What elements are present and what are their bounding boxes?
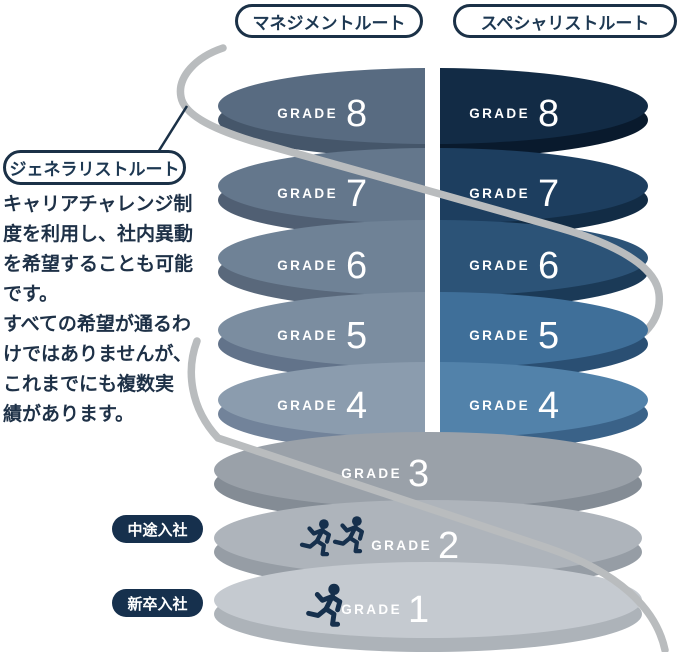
grade-5-right-word: GRADE <box>469 328 530 343</box>
grade-1-disc <box>214 562 642 652</box>
grade-5-right-face <box>440 292 648 368</box>
grade-8-disc <box>218 68 648 158</box>
management-route-pill: マネジメントルート <box>235 4 423 38</box>
specialist-route-pill: スペシャリストルート <box>453 4 677 38</box>
grade-1-word: GRADE <box>341 602 402 617</box>
description-line: すべての希望が通るわ <box>3 314 191 335</box>
grade-7-left-face <box>218 148 425 224</box>
grade-8-left-face <box>218 68 425 144</box>
description-line: これまでにも複数実 <box>3 374 175 395</box>
description-line: です。 <box>3 284 59 305</box>
grade-6-left-word: GRADE <box>277 258 338 273</box>
mid-career-entry-pill: 中途入社 <box>112 515 203 543</box>
grade-2-number: 2 <box>438 525 459 567</box>
grade-6-disc <box>218 220 648 310</box>
description-line: 度を利用し、社内異動 <box>3 224 194 245</box>
grade-7-right-number: 7 <box>538 173 559 215</box>
grade-5-left-face <box>218 292 425 368</box>
grade-6-left-number: 6 <box>346 245 367 287</box>
grade-1-number: 1 <box>408 589 429 631</box>
grade-8-right-number: 8 <box>538 93 559 135</box>
grade-3-word: GRADE <box>341 466 402 481</box>
grade-3-disc <box>214 432 642 522</box>
grade-5-disc <box>218 292 648 382</box>
grade-5-right-number: 5 <box>538 315 559 357</box>
description-line: 績があります。 <box>3 404 135 425</box>
grade-8-left-number: 8 <box>346 93 367 135</box>
grade-7-left-word: GRADE <box>277 186 338 201</box>
grade-8-left-word: GRADE <box>277 106 338 121</box>
spiral-route-line-bottom <box>187 337 669 652</box>
generalist-route-pill: ジェネラリストルート <box>3 150 186 185</box>
grade-1-face <box>214 562 642 638</box>
grade-4-left-number: 4 <box>346 385 367 427</box>
grade-4-left-face <box>218 362 425 438</box>
grade-4-right-number: 4 <box>538 385 559 427</box>
grade-8-right-word: GRADE <box>469 106 530 121</box>
grade-4-disc <box>218 362 648 452</box>
grade-6-left-face <box>218 220 425 296</box>
grade-2-word: GRADE <box>371 538 432 553</box>
spiral-route-line-top <box>176 44 664 336</box>
grade-4-right-word: GRADE <box>469 398 530 413</box>
description-line: けではありませんが、 <box>3 344 193 365</box>
grade-6-right-number: 6 <box>538 245 559 287</box>
description-line: を希望することも可能 <box>3 254 194 275</box>
grade-3-number: 3 <box>408 453 429 495</box>
description-line: キャリアチャレンジ制 <box>3 194 193 215</box>
grade-3-face <box>214 432 642 508</box>
grade-4-right-face <box>440 362 648 438</box>
grade-5-left-number: 5 <box>346 315 367 357</box>
grade-6-right-word: GRADE <box>469 258 530 273</box>
generalist-route-description: キャリアチャレンジ制 度を利用し、社内異動 を希望することも可能 です。 すべて… <box>3 190 233 430</box>
grade-labels: GRADE 8 GRADE 8 GRADE 7 GRADE 7 GRADE 6 … <box>277 93 559 631</box>
grade-2-face <box>214 500 642 576</box>
grade-7-right-word: GRADE <box>469 186 530 201</box>
grade-7-left-number: 7 <box>346 173 367 215</box>
grade-5-left-word: GRADE <box>277 328 338 343</box>
new-grad-entry-pill: 新卒入社 <box>112 589 203 617</box>
grade-8-right-face <box>440 68 648 144</box>
grade-4-left-word: GRADE <box>277 398 338 413</box>
